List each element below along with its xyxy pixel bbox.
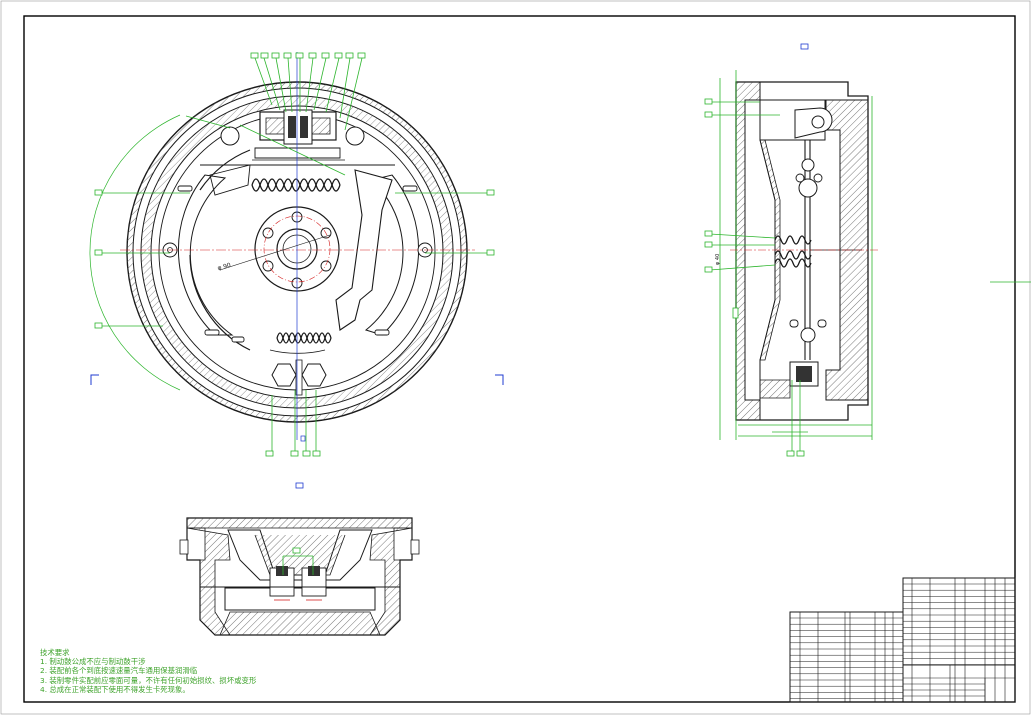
- note-item: 3. 装制零件实配前应零面可量，不许有任何初始损纹、损坏或变形: [40, 675, 257, 685]
- side-view-balloons: [704, 98, 805, 457]
- section-markers: [90, 43, 809, 489]
- side-view-dimension: φ 40: [715, 254, 721, 265]
- side-section-view: [735, 81, 869, 421]
- front-view-leaders: [89, 57, 490, 454]
- side-view-leaders: [709, 70, 873, 454]
- front-view-balloons: [94, 52, 495, 457]
- title-block-rows: [790, 583, 1015, 699]
- bottom-view-leaders: [274, 547, 322, 601]
- drawing-border: [23, 15, 1016, 703]
- note-item: 4. 总成在正常装配下使用不得发生卡死现象。: [40, 684, 190, 694]
- bottom-section-view: [179, 517, 420, 636]
- note-item: 2. 装配前各个到底按速速量汽车通用保基润滑临: [40, 666, 198, 676]
- notes-heading: 技术要求: [40, 648, 70, 657]
- technical-requirements: 技术要求 1. 制动鼓公成不应与制动鼓干涉 2. 装配前各个到底按速速量汽车通用…: [40, 648, 256, 694]
- note-item: 1. 制动鼓公成不应与制动鼓干涉: [40, 657, 146, 667]
- bolt-circle-dimension: φ 90: [217, 262, 232, 272]
- parts-list-lower: [789, 611, 1016, 703]
